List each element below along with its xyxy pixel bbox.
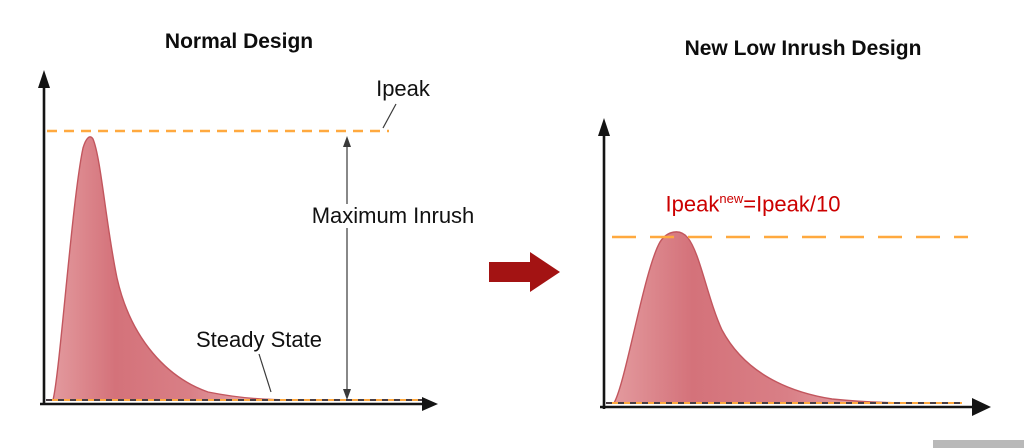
ipeak-leader-line <box>382 103 397 129</box>
formula-suffix: =Ipeak/10 <box>743 191 841 217</box>
steady-state-leader-line <box>258 353 272 393</box>
right-axes <box>598 118 991 416</box>
transition-arrow <box>489 252 560 292</box>
maximum-inrush-label: Maximum Inrush <box>306 203 480 229</box>
ipeak-new-formula: Ipeaknew=Ipeak/10 <box>665 191 841 217</box>
formula-superscript: new <box>719 191 744 206</box>
right-chart-title: New Low Inrush Design <box>684 37 922 60</box>
left-chart-title: Normal Design <box>164 30 314 53</box>
left-inrush-curve <box>52 136 303 401</box>
ipeak-label: Ipeak <box>376 76 430 101</box>
formula-base: Ipeak <box>665 191 720 217</box>
left-axes <box>38 70 438 411</box>
maximum-inrush-measure-line <box>343 136 351 400</box>
corner-gray-strip <box>933 440 1024 448</box>
right-inrush-curve <box>612 231 929 404</box>
steady-state-label: Steady State <box>196 327 322 352</box>
